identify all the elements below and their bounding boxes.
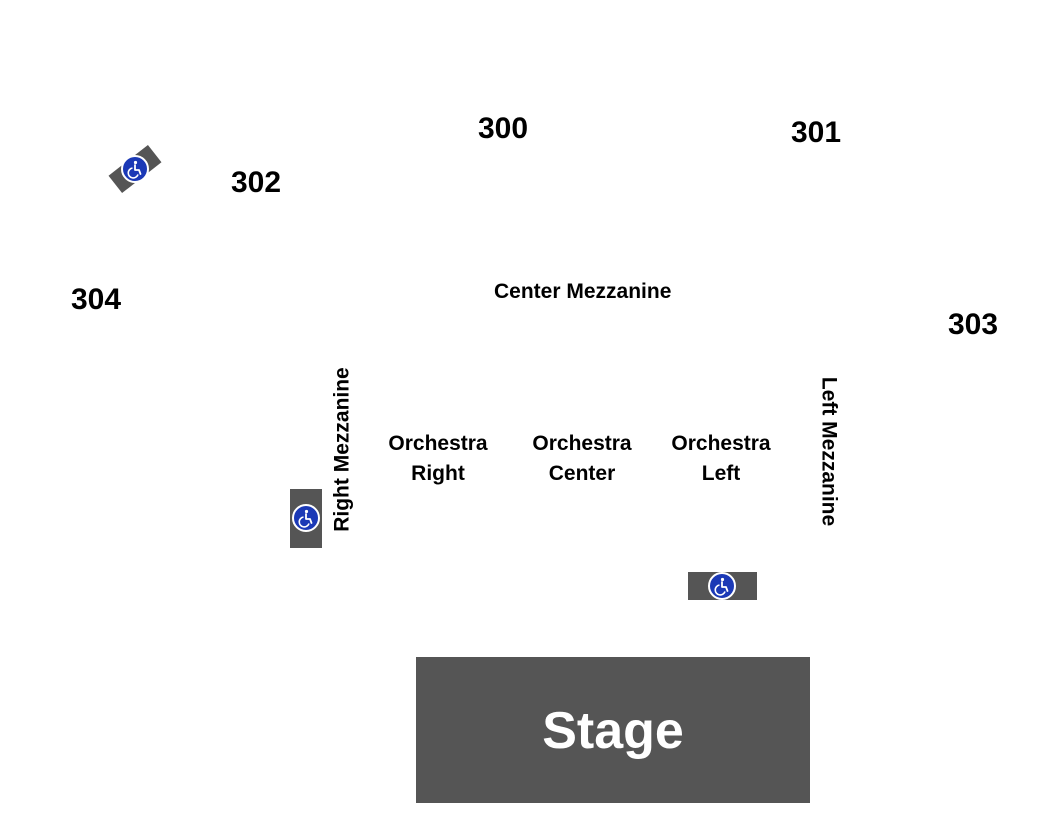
orchestra-left-line2: Left xyxy=(701,462,741,485)
stage: Stage xyxy=(416,657,810,803)
accessible-seating-top-left[interactable] xyxy=(108,144,162,194)
section-303-label[interactable]: 303 xyxy=(948,308,999,341)
right-mezzanine-label[interactable]: Right Mezzanine xyxy=(330,367,354,532)
section-300-label[interactable]: 300 xyxy=(478,112,529,145)
center-mezzanine-label[interactable]: Center Mezzanine xyxy=(494,280,672,303)
orchestra-right-label[interactable]: Orchestra Right xyxy=(358,429,518,489)
section-301-label[interactable]: 301 xyxy=(791,116,842,149)
orchestra-center-label[interactable]: Orchestra Center xyxy=(502,429,662,489)
wheelchair-icon xyxy=(708,572,736,600)
stage-label: Stage xyxy=(542,702,684,760)
orchestra-center-line2: Center xyxy=(548,462,616,485)
section-304-label[interactable]: 304 xyxy=(71,283,122,316)
accessible-seating-right-mezzanine[interactable] xyxy=(290,489,322,548)
orchestra-left-line1: Orchestra xyxy=(671,432,771,455)
left-mezzanine-label[interactable]: Left Mezzanine xyxy=(817,376,841,527)
section-302-label[interactable]: 302 xyxy=(231,166,282,199)
accessible-seating-orchestra-left[interactable] xyxy=(688,572,757,600)
orchestra-right-line2: Right xyxy=(411,462,465,485)
wheelchair-icon xyxy=(121,155,149,183)
orchestra-right-line1: Orchestra xyxy=(388,432,488,455)
wheelchair-icon xyxy=(292,504,320,532)
orchestra-left-label[interactable]: Orchestra Left xyxy=(641,429,801,489)
orchestra-center-line1: Orchestra xyxy=(532,432,632,455)
